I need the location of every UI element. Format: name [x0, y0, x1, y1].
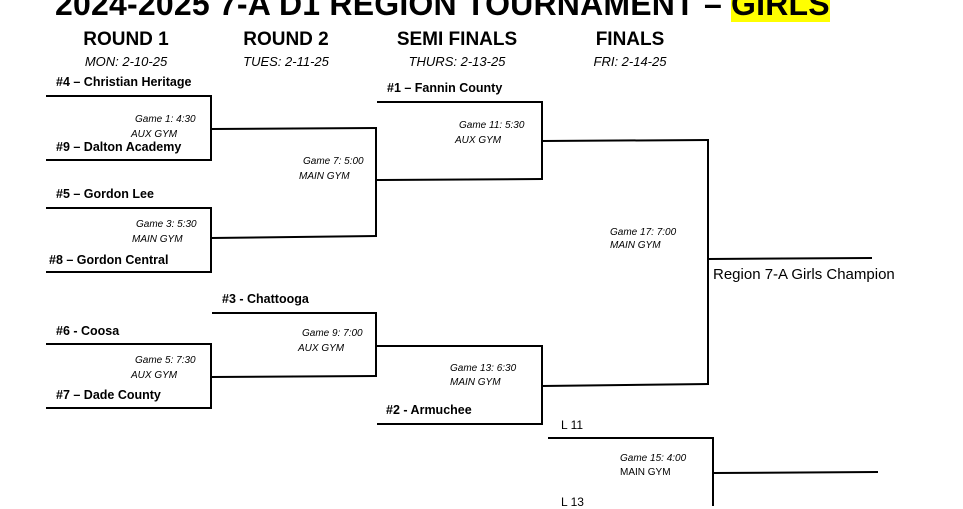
game-9-gym: AUX GYM: [298, 343, 345, 354]
finals-heading: FINALS: [595, 29, 665, 50]
team-armuchee: #2 - Armuchee: [386, 403, 472, 417]
game-1-gym: AUX GYM: [131, 129, 178, 140]
game-3-gym: MAIN GYM: [132, 234, 183, 245]
game-11-time: Game 11: 5:30: [459, 120, 525, 131]
page-title: 2024-2025 7-A D1 REGION TOURNAMENT – GIR…: [55, 0, 830, 23]
round-1-heading: ROUND 1: [83, 29, 169, 50]
team-dalton-academy: #9 – Dalton Academy: [56, 140, 182, 154]
loser-game-13-label: L 13: [561, 495, 584, 509]
round-2-heading: ROUND 2: [243, 29, 329, 50]
game-3-time: Game 3: 5:30: [136, 219, 197, 230]
round-2-date: TUES: 2-11-25: [243, 54, 329, 69]
title-highlight: GIRLS: [731, 0, 830, 22]
game-13-gym: MAIN GYM: [450, 377, 501, 388]
game-17-gym: MAIN GYM: [610, 240, 661, 251]
game-15-gym: MAIN GYM: [620, 467, 671, 478]
champion-label: Region 7-A Girls Champion: [713, 266, 895, 283]
team-gordon-central: #8 – Gordon Central: [49, 253, 169, 267]
team-dade-county: #7 – Dade County: [56, 388, 161, 402]
title-text: 2024-2025 7-A D1 REGION TOURNAMENT –: [55, 0, 732, 22]
game-5-gym: AUX GYM: [131, 370, 178, 381]
game-17-time: Game 17: 7:00: [610, 227, 677, 238]
semi-finals-heading: SEMI FINALS: [396, 29, 518, 50]
team-coosa: #6 - Coosa: [56, 324, 120, 338]
team-fannin-county: #1 – Fannin County: [387, 81, 503, 95]
game-5-time: Game 5: 7:30: [135, 355, 196, 366]
loser-game-11-label: L 11: [561, 418, 584, 432]
team-chattooga: #3 - Chattooga: [222, 292, 309, 306]
round-1-date: MON: 2-10-25: [84, 54, 168, 69]
game-7-time: Game 7: 5:00: [303, 156, 364, 167]
game-11-gym: AUX GYM: [455, 135, 502, 146]
team-gordon-lee: #5 – Gordon Lee: [56, 187, 154, 201]
game-15-time: Game 15: 4:00: [620, 453, 687, 464]
semi-finals-date: THURS: 2-13-25: [408, 54, 506, 69]
game-7-gym: MAIN GYM: [299, 171, 350, 182]
game-9-time: Game 9: 7:00: [302, 328, 363, 339]
finals-date: FRI: 2-14-25: [593, 54, 667, 69]
team-christian-heritage: #4 – Christian Heritage: [56, 75, 192, 89]
game-13-time: Game 13: 6:30: [450, 363, 517, 374]
game-1-time: Game 1: 4:30: [135, 114, 196, 125]
